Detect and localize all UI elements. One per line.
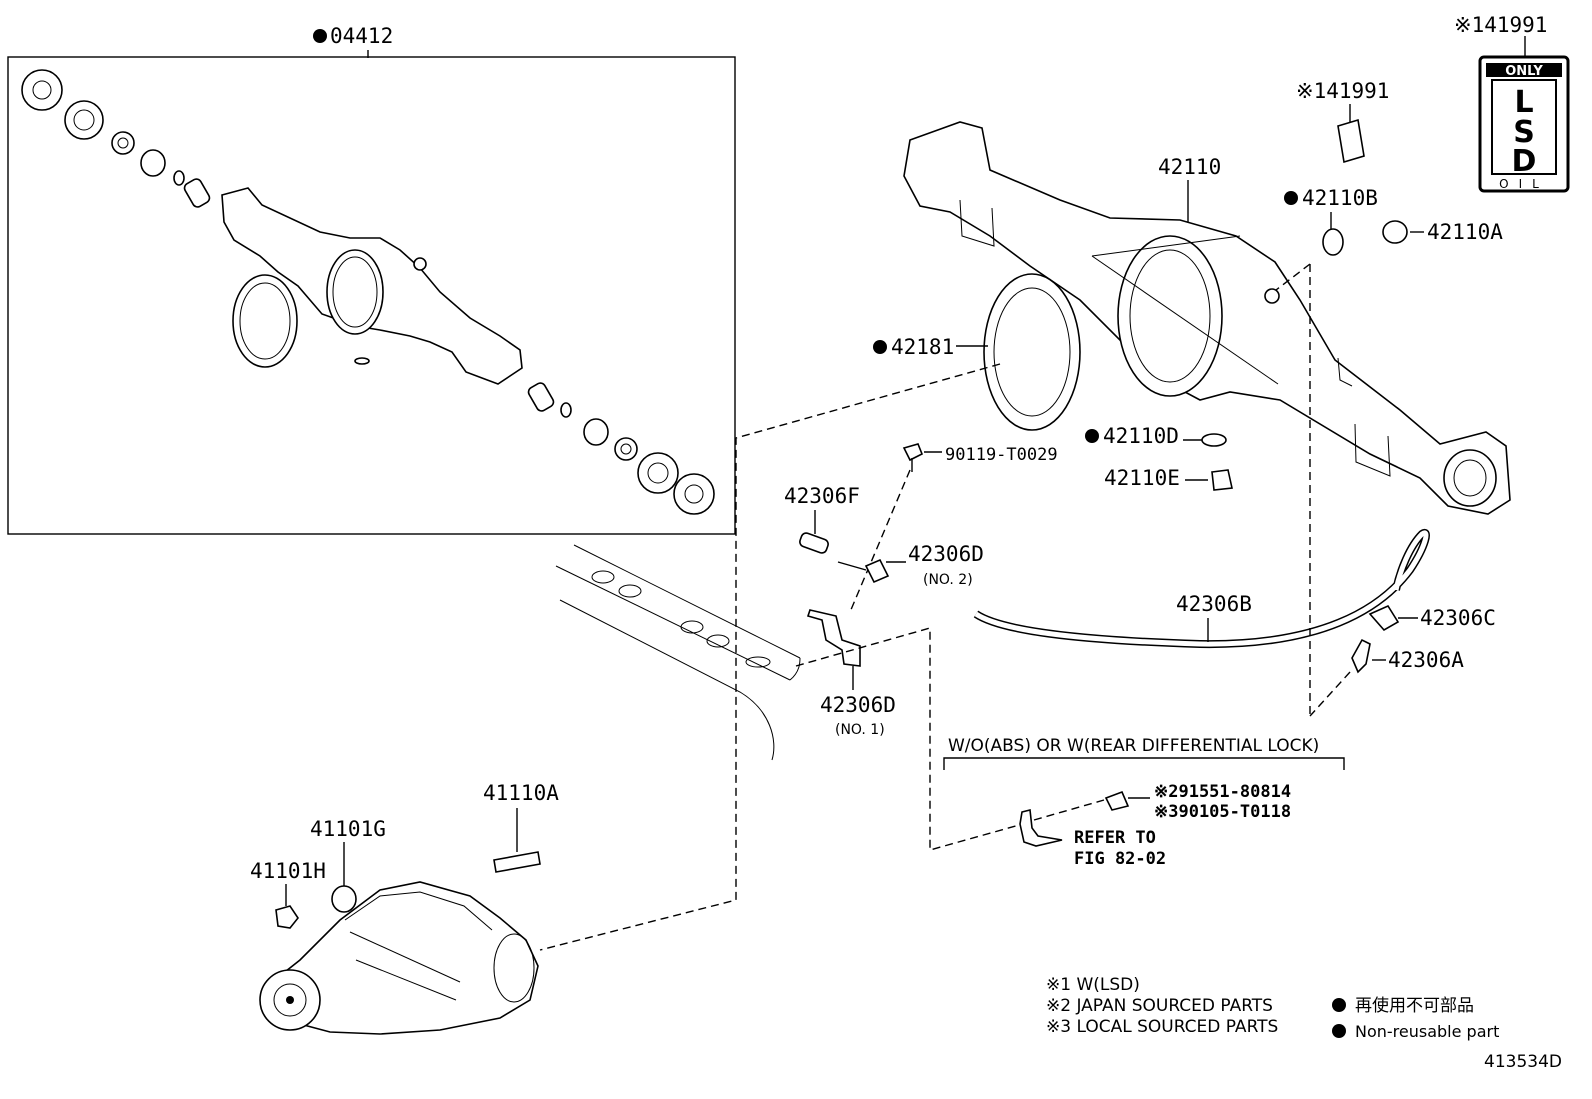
bearing-part	[183, 178, 211, 208]
bracket-42306D-no1	[806, 609, 861, 667]
non-reusable-dot	[313, 29, 327, 43]
gasket-42110B	[1322, 228, 1344, 256]
bearing-part	[527, 382, 555, 412]
label-42306F[interactable]: 42306F	[784, 484, 860, 508]
stud-41110A	[493, 851, 541, 873]
bolt-90119	[902, 443, 924, 462]
label-42110[interactable]: 42110	[1158, 155, 1221, 179]
axle-end-flange	[1443, 449, 1497, 507]
label-90105[interactable]: ※390105-T0118	[1154, 802, 1291, 822]
legend: ※1 W(LSD) ※2 JAPAN SOURCED PARTS ※3 LOCA…	[1046, 975, 1499, 1041]
badge-letter: L	[1514, 85, 1533, 120]
legend-nonreuse-jp: 再使用不可部品	[1355, 995, 1474, 1016]
label-42110D[interactable]: 42110D	[1103, 424, 1179, 448]
cover-gasket-42181	[983, 273, 1081, 431]
housing-flange	[1117, 235, 1223, 397]
legend-note-2: ※2 JAPAN SOURCED PARTS	[1046, 996, 1273, 1016]
label-42306D-no2[interactable]: 42306D	[908, 542, 984, 566]
badge-letter: S	[1513, 115, 1535, 150]
badge-top-text: ONLY	[1505, 64, 1543, 79]
carrier-gasket-part	[232, 274, 298, 368]
differential-carrier-part	[259, 881, 539, 1035]
clamp-42306C	[1368, 604, 1400, 632]
badge-letter: D	[1512, 144, 1537, 179]
label-42306B[interactable]: 42306B	[1176, 592, 1252, 616]
label-wo-abs: W/O(ABS) OR W(REAR DIFFERENTIAL LOCK)	[948, 736, 1319, 756]
label-42306A[interactable]: 42306A	[1388, 648, 1464, 672]
label-42110E[interactable]: 42110E	[1104, 466, 1180, 490]
kit-box	[7, 56, 736, 535]
union-42306A	[1351, 638, 1371, 674]
gasket-part	[64, 100, 104, 140]
label-41991[interactable]: ※141991	[1296, 79, 1389, 103]
carrier-gasket-part	[326, 249, 384, 335]
label-refer-to: REFER TO	[1074, 828, 1156, 848]
legend-note-3: ※3 LOCAL SOURCED PARTS	[1046, 1017, 1278, 1037]
label-42110A[interactable]: 42110A	[1427, 220, 1503, 244]
seal-part	[614, 437, 638, 461]
bolt-91551	[1104, 790, 1130, 811]
non-reusable-dot	[1332, 1024, 1346, 1038]
label-fig-82-02[interactable]: FIG 82-02	[1074, 849, 1166, 869]
breather-hose-42306B	[974, 530, 1429, 647]
bracket-ref-82-02	[1019, 809, 1063, 847]
label-no2: (NO. 2)	[923, 572, 973, 588]
union-42306F	[799, 532, 829, 554]
seal-part	[111, 131, 135, 155]
label-91551[interactable]: ※291551-80814	[1154, 782, 1291, 802]
washer-41101G	[331, 885, 357, 913]
label-42306C[interactable]: 42306C	[1420, 606, 1496, 630]
figure-id: 413534D	[1484, 1052, 1562, 1072]
label-no1: (NO. 1)	[835, 722, 885, 738]
label-41991-badge[interactable]: ※141991	[1454, 13, 1547, 37]
plug-42110A	[1382, 220, 1408, 244]
label-04412[interactable]: 04412	[330, 24, 393, 48]
label-42110B[interactable]: 42110B	[1302, 186, 1378, 210]
nut-41101H	[275, 905, 299, 929]
label-41101G[interactable]: 41101G	[310, 817, 386, 841]
lsd-oil-badge: ONLY L S D OIL	[1478, 55, 1570, 193]
label-90119[interactable]: 90119-T0029	[945, 445, 1058, 465]
oring-part	[140, 149, 166, 177]
clamp-42306D-no2	[864, 558, 890, 584]
gasket-part	[21, 69, 63, 111]
label-42306D-no1[interactable]: 42306D	[820, 693, 896, 717]
label-41110A[interactable]: 41110A	[483, 781, 559, 805]
label-41101H[interactable]: 41101H	[250, 859, 326, 883]
kit-04412-group: 04412	[7, 24, 736, 535]
axle-housing-group	[903, 121, 1511, 515]
gasket-part	[637, 452, 679, 494]
legend-nonreuse-en: Non-reusable part	[1355, 1022, 1499, 1041]
non-reusable-dot	[1332, 998, 1346, 1012]
label-42181[interactable]: 42181	[891, 335, 954, 359]
plug-42110E	[1211, 469, 1233, 491]
badge-bottom-text: OIL	[1499, 177, 1549, 191]
gasket-42110D	[1201, 433, 1227, 447]
gasket-part	[673, 473, 715, 515]
oring-part	[583, 418, 609, 446]
lsd-label-part	[1337, 118, 1365, 164]
legend-note-1: ※1 W(LSD)	[1046, 975, 1140, 995]
frame-rail	[555, 544, 801, 761]
